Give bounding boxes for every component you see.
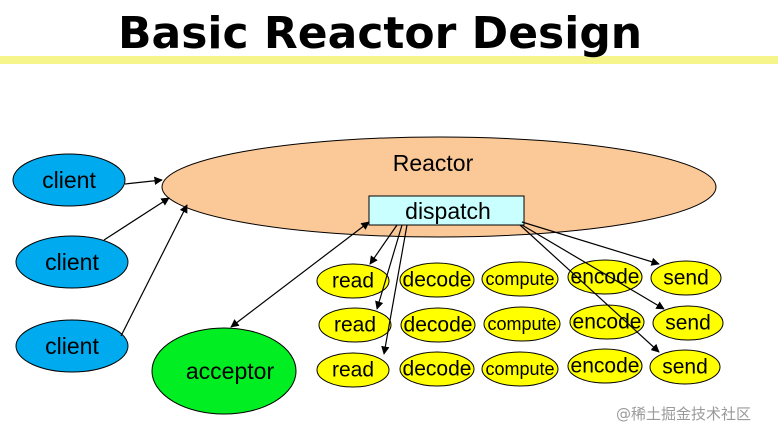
handler-label: send [662, 356, 708, 379]
arrow-dispatch-to-read [375, 224, 403, 310]
handler-ellipse [481, 261, 559, 297]
handler-label: read [332, 359, 374, 382]
handler-label: compute [485, 269, 554, 289]
handler-label: encode [571, 355, 640, 378]
handler-ellipse [399, 262, 475, 298]
client-label: client [42, 167, 96, 193]
client-node: client [15, 235, 129, 289]
acceptor-ellipse [151, 327, 297, 415]
arrow-dispatch-to-read [369, 224, 398, 265]
dispatch-label: dispatch [405, 198, 491, 224]
handler-ellipse [567, 348, 643, 384]
arrow-client-to-reactor [120, 204, 188, 337]
reactor-ellipse [161, 136, 717, 238]
arrow-dispatch-to-send [521, 221, 660, 266]
arrow-client-to-reactor [124, 176, 163, 185]
arrow-client-to-reactor [103, 197, 170, 241]
connection-arrows [103, 176, 665, 355]
client-ellipse [15, 319, 129, 373]
handler-label: encode [571, 266, 640, 289]
handler-row: read decode compute encode send [316, 348, 721, 388]
handler-label: send [665, 312, 711, 335]
title-band [0, 56, 778, 64]
arrow-dispatch-to-read [381, 224, 408, 355]
acceptor-label: acceptor [186, 358, 275, 384]
handler-label: read [334, 314, 376, 337]
handler-label: send [663, 267, 709, 290]
arrow-dispatch-acceptor [230, 221, 370, 328]
handler-label: decode [403, 269, 472, 292]
handler-ellipse [483, 306, 561, 342]
watermark: @稀土掘金技术社区 [616, 405, 751, 423]
arrow-dispatch-to-send [519, 224, 660, 353]
client-label: client [45, 249, 99, 275]
client-node: client [15, 319, 129, 373]
handler-label: compute [485, 359, 554, 379]
dispatch-box [368, 195, 525, 226]
handler-ellipse [650, 260, 722, 296]
handler-ellipse [400, 307, 476, 343]
client-ellipse [15, 235, 129, 289]
handler-ellipse [399, 351, 475, 387]
client-label: client [45, 333, 99, 359]
handler-ellipse [652, 305, 724, 341]
handler-ellipse [481, 351, 559, 387]
handler-ellipse [649, 349, 721, 385]
handler-label: decode [403, 358, 472, 381]
reactor-label: Reactor [393, 150, 474, 176]
arrow-dispatch-to-send [521, 224, 665, 310]
client-node: client [12, 153, 126, 207]
handler-label: compute [487, 314, 556, 334]
handler-label: read [332, 270, 374, 293]
handler-label: decode [404, 314, 473, 337]
handler-row: read decode compute encode send [318, 304, 724, 343]
handler-label: encode [573, 311, 642, 334]
page-title: Basic Reactor Design [118, 8, 642, 59]
handler-row: read decode compute encode send [316, 259, 722, 299]
handler-ellipse [316, 352, 390, 388]
client-ellipse [12, 153, 126, 207]
